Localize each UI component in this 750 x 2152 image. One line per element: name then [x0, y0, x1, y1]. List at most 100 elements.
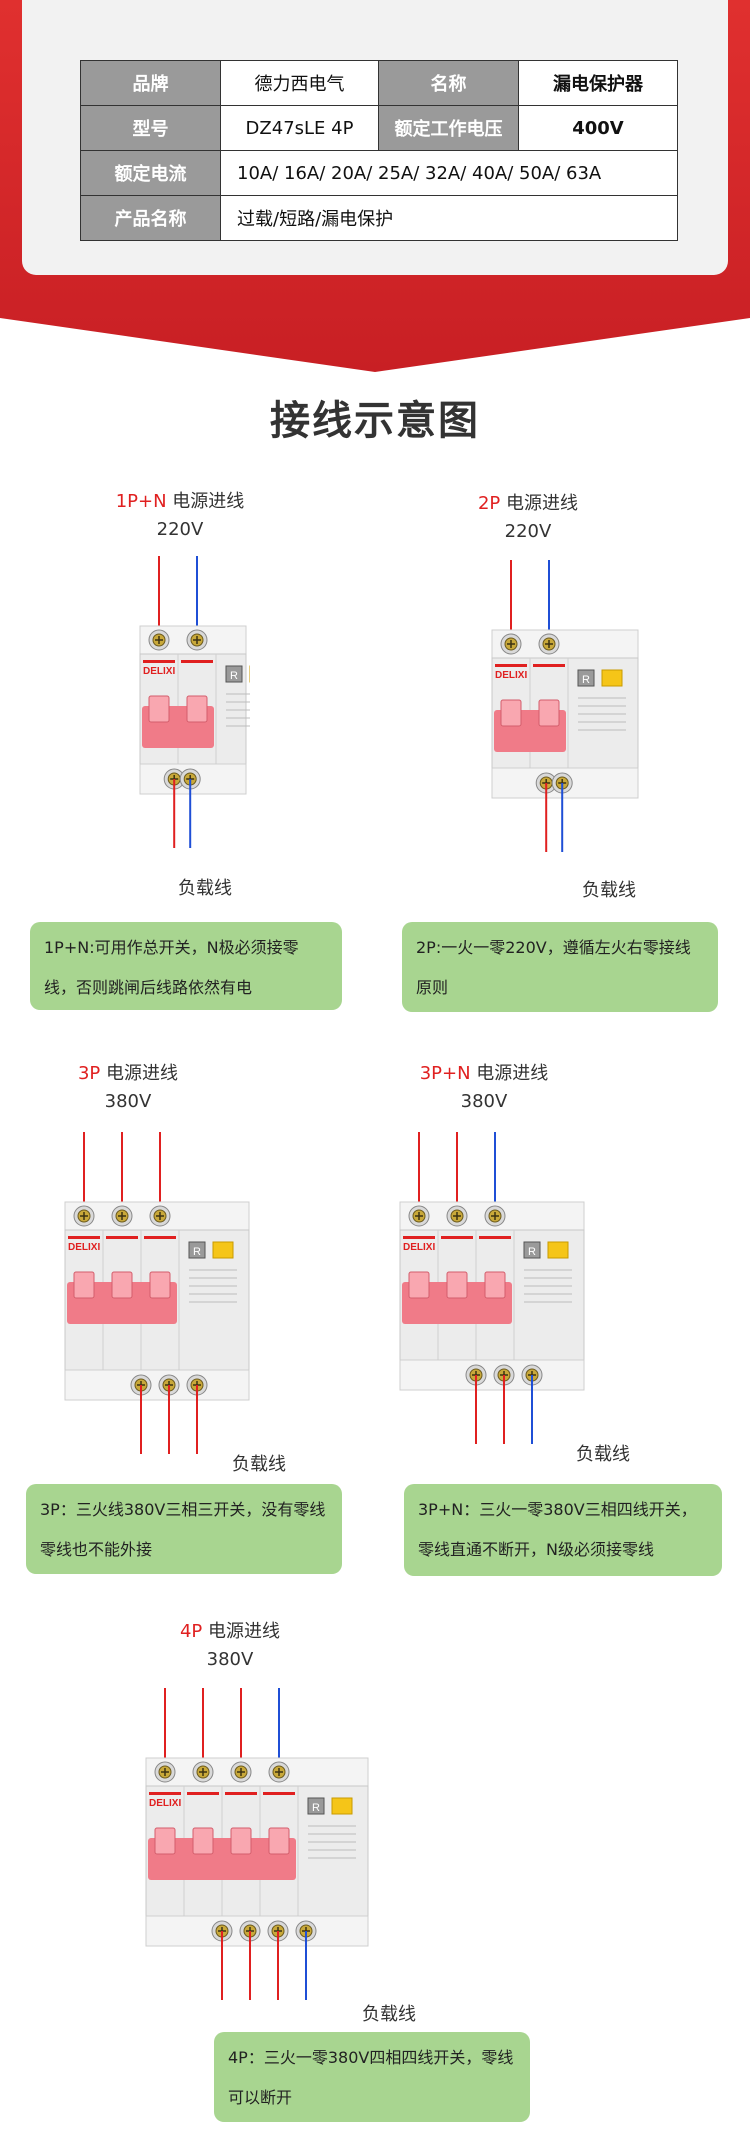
module-stripe [68, 1236, 100, 1239]
diagram-1p-n-illustration: DELIXI R [139, 556, 250, 848]
module-stripe [181, 660, 213, 663]
toggle-lever [230, 1827, 252, 1855]
test-button [188, 1241, 206, 1259]
diagram-2p-caption: 2P 电源进线 220V [448, 490, 608, 546]
toggle-lever [408, 1271, 430, 1299]
diagram-tag: 2P [477, 493, 501, 514]
diagram-voltage: 220V [156, 519, 204, 540]
test-button [577, 669, 595, 687]
toggle-lever [186, 695, 208, 723]
diagram-4p-note: 4P：三火一零380V四相四线开关，零线可以断开 [214, 2032, 530, 2122]
module-stripe [263, 1792, 295, 1795]
module-stripe [403, 1236, 435, 1239]
test-button [307, 1797, 325, 1815]
load-line-label: 负载线 [582, 880, 636, 901]
test-button-letter: R [312, 1802, 320, 1814]
leakage-indicator [601, 669, 623, 687]
diagram-voltage: 380V [104, 1091, 152, 1112]
terminal-slot [545, 640, 553, 648]
top-terminal-block [145, 1757, 369, 1787]
test-button-letter: R [230, 670, 238, 682]
terminal-slot [118, 1212, 126, 1220]
diagram-4p-caption: 4P 电源进线 380V [150, 1618, 310, 1674]
spec-row: 额定电流 10A/ 16A/ 20A/ 25A/ 32A/ 40A/ 50A/ … [80, 150, 678, 196]
terminal-slot [155, 636, 163, 644]
product-value: 过载/短路/漏电保护 [220, 195, 678, 241]
diagram-tag: 3P+N [419, 1063, 471, 1084]
terminal-slot [161, 1768, 169, 1776]
terminal-slot [415, 1212, 423, 1220]
diagram-3p-note: 3P：三火线380V三相三开关，没有零线零线也不能外接 [26, 1484, 342, 1574]
diagram-2p-note: 2P:一火一零220V，遵循左火右零接线原则 [402, 922, 718, 1012]
terminal-slot [156, 1212, 164, 1220]
diagram-tag: 3P [77, 1063, 101, 1084]
module-stripe [106, 1236, 138, 1239]
module-stripe [225, 1792, 257, 1795]
module-stripe [187, 1792, 219, 1795]
toggle-lever [73, 1271, 95, 1299]
diagram-1p-n-caption: 1P+N 电源进线 220V [100, 488, 260, 544]
spec-row: 品牌 德力西电气 名称 漏电保护器 [80, 60, 678, 106]
product-label: 产品名称 [80, 195, 221, 241]
spec-table: 品牌 德力西电气 名称 漏电保护器 型号 DZ47sLE 4P 额定工作电压 4… [80, 60, 678, 241]
toggle-lever [154, 1827, 176, 1855]
module-stripe [143, 660, 175, 663]
brand-logo: DELIXI [143, 666, 175, 677]
brand-logo: DELIXI [495, 670, 527, 681]
terminal-slot [275, 1768, 283, 1776]
toggle-lever [538, 699, 560, 727]
current-label: 额定电流 [80, 150, 221, 196]
diagram-1p-n-note: 1P+N:可用作总开关，N极必须接零线，否则跳闸后线路依然有电 [30, 922, 342, 1010]
load-line-label: 负载线 [178, 878, 232, 899]
diagram-3p-n-caption: 3P+N 电源进线 380V [394, 1060, 574, 1116]
diagram-title: 电源进线 [172, 491, 245, 512]
diagram-4p-illustration: DELIXI R [145, 1688, 369, 2000]
toggle-lever [192, 1827, 214, 1855]
current-value: 10A/ 16A/ 20A/ 25A/ 32A/ 40A/ 50A/ 63A [220, 150, 678, 196]
toggle-handle [148, 1838, 296, 1880]
model-label: 型号 [80, 105, 221, 151]
test-button [225, 665, 243, 683]
toggle-lever [446, 1271, 468, 1299]
diagram-title: 电源进线 [208, 1621, 281, 1642]
diagram-tag: 1P+N [115, 491, 167, 512]
voltage-label: 额定工作电压 [378, 105, 519, 151]
terminal-slot [507, 640, 515, 648]
load-line-label: 负载线 [232, 1454, 286, 1475]
bottom-terminal-block [399, 1359, 585, 1391]
load-line-label: 负载线 [362, 2004, 416, 2025]
module-stripe [495, 664, 527, 667]
diagram-voltage: 220V [504, 521, 552, 542]
diagram-3p-caption: 3P 电源进线 380V [48, 1060, 208, 1116]
module-stripe [144, 1236, 176, 1239]
toggle-lever [111, 1271, 133, 1299]
module-stripe [479, 1236, 511, 1239]
brand-logo: DELIXI [68, 1242, 100, 1253]
spec-row: 产品名称 过载/短路/漏电保护 [80, 195, 678, 241]
toggle-lever [268, 1827, 290, 1855]
model-value: DZ47sLE 4P [220, 105, 379, 151]
module-stripe [441, 1236, 473, 1239]
test-button-letter: R [193, 1246, 201, 1258]
terminal-slot [193, 636, 201, 644]
leakage-indicator [331, 1797, 353, 1815]
module-stripe [533, 664, 565, 667]
brand-label: 品牌 [80, 60, 221, 106]
diagram-voltage: 380V [460, 1091, 508, 1112]
terminal-slot [199, 1768, 207, 1776]
diagram-3p-illustration: DELIXI R [64, 1132, 250, 1454]
spec-row: 型号 DZ47sLE 4P 额定工作电压 400V [80, 105, 678, 151]
brand-logo: DELIXI [403, 1242, 435, 1253]
terminal-slot [80, 1212, 88, 1220]
diagram-title: 电源进线 [506, 493, 579, 514]
module-stripe [149, 1792, 181, 1795]
terminal-slot [237, 1768, 245, 1776]
leakage-indicator [212, 1241, 234, 1259]
toggle-lever [500, 699, 522, 727]
toggle-lever [149, 1271, 171, 1299]
name-label: 名称 [378, 60, 519, 106]
diagram-voltage: 380V [206, 1649, 254, 1670]
diagram-3p-n-note: 3P+N：三火一零380V三相四线开关，零线直通不断开，N级必须接零线 [404, 1484, 722, 1576]
brand-logo: DELIXI [149, 1798, 181, 1809]
